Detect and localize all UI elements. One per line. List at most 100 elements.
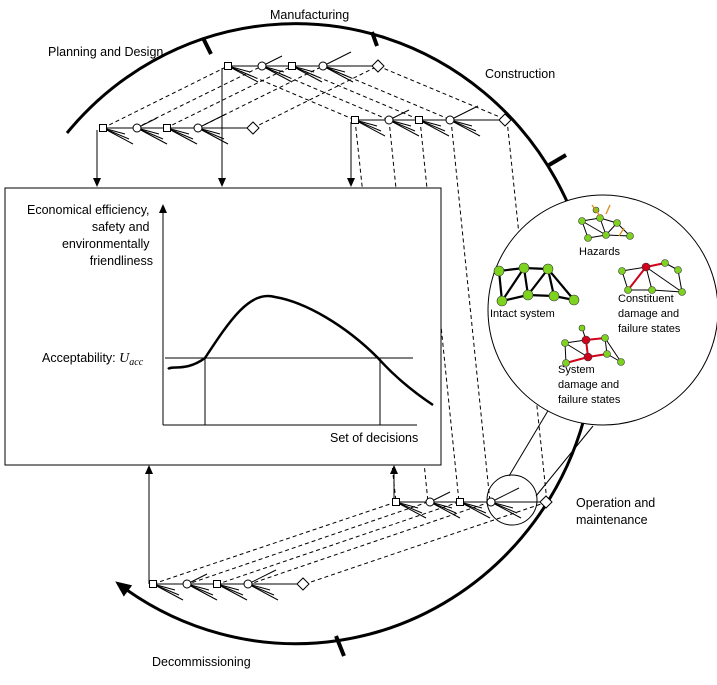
tree-branch	[429, 501, 461, 519]
chance-node	[193, 123, 203, 133]
network-edge	[581, 220, 607, 236]
y-label-line-3: environmentally	[62, 237, 150, 251]
tree-branch	[291, 65, 323, 83]
chance-node	[182, 579, 192, 589]
label-system-damage: System damage and failure states	[558, 364, 622, 406]
network-node	[617, 358, 625, 366]
intact-system-network	[493, 262, 580, 307]
network-node	[618, 267, 626, 275]
decision-node	[351, 116, 359, 124]
tree-branch	[197, 127, 229, 145]
network-edge	[501, 267, 525, 302]
decision-tree	[392, 487, 553, 519]
constituent-damage-network	[618, 259, 686, 296]
constituent-line-3: failure states	[618, 323, 681, 335]
tree-branch	[449, 119, 481, 137]
constituent-line-1: Constituent	[618, 293, 674, 305]
system-line-3: failure states	[558, 394, 621, 406]
network-node	[648, 286, 656, 294]
network-edge	[547, 268, 575, 301]
chance-node	[243, 579, 253, 589]
tree-branch	[322, 65, 354, 83]
tree-branch	[261, 65, 293, 83]
phase-operation-line2: maintenance	[576, 513, 648, 527]
hazard-arrow	[618, 227, 625, 237]
y-axis-label: Economical efficiency, safety and enviro…	[27, 203, 153, 268]
network-edge	[605, 234, 631, 237]
network-node	[624, 286, 632, 294]
zoom-lens	[486, 474, 538, 526]
tree-branch	[136, 127, 168, 145]
terminal-node	[498, 113, 512, 127]
decision-node	[456, 498, 464, 506]
tree-branch	[322, 51, 352, 67]
network-node	[603, 350, 611, 358]
network-node	[562, 359, 570, 367]
tree-branch	[459, 501, 491, 519]
chance-node	[132, 123, 142, 133]
chance-node	[445, 115, 455, 125]
tree-branch	[152, 583, 184, 601]
terminal-node	[539, 495, 553, 509]
network-edge	[527, 268, 549, 296]
tree-branch	[247, 583, 279, 601]
system-line-2: damage and	[558, 379, 619, 391]
network-node	[561, 339, 569, 347]
y-label-line-4: friendliness	[90, 254, 153, 268]
failed-edge	[627, 266, 647, 291]
network-node	[578, 324, 586, 332]
tree-branch	[395, 501, 427, 519]
tree-branch	[490, 487, 520, 503]
chance-node	[384, 115, 394, 125]
network-node	[602, 231, 610, 239]
terminal-node	[246, 121, 260, 135]
decision-node	[213, 580, 221, 588]
phase-construction: Construction	[485, 67, 555, 81]
networks	[493, 204, 686, 367]
decision-tree	[149, 569, 310, 601]
terminal-node	[296, 577, 310, 591]
network-node	[613, 219, 621, 227]
phase-ticks	[201, 31, 568, 657]
system-line-1: System	[558, 364, 595, 376]
network-node	[568, 294, 580, 306]
hazard-arrow	[605, 204, 611, 215]
chance-node	[318, 61, 328, 71]
tree-branch	[354, 119, 386, 137]
acceptability-text: Acceptability:	[42, 351, 119, 365]
tree-branch	[418, 119, 450, 137]
hazard-arrow	[591, 204, 601, 217]
label-hazards: Hazards	[579, 246, 620, 258]
network-node	[596, 214, 604, 222]
network-node	[522, 289, 534, 301]
phase-planning-design: Planning and Design	[48, 45, 163, 59]
network-node	[493, 265, 505, 277]
network-node	[542, 263, 554, 275]
chance-node	[425, 497, 435, 507]
chance-node	[257, 61, 267, 71]
failed-node	[641, 262, 651, 272]
terminal-node	[371, 59, 385, 73]
acceptability-label: Acceptability: Uacc	[42, 351, 144, 368]
tree-branch	[449, 105, 479, 121]
tree-branch	[216, 583, 248, 601]
y-label-line-1: Economical efficiency,	[27, 203, 150, 217]
decision-node	[224, 62, 232, 70]
tree-branch	[102, 127, 134, 145]
network-node	[548, 290, 560, 302]
chart-arrows	[93, 68, 398, 584]
tree-branch	[227, 65, 259, 83]
decision-node	[392, 498, 400, 506]
tree-branch	[247, 569, 277, 585]
failed-node	[583, 352, 593, 362]
acceptability-subscript: acc	[129, 357, 143, 368]
failed-node	[581, 335, 591, 345]
network-edge	[564, 342, 589, 358]
tree-branch	[166, 127, 198, 145]
tree-branch	[490, 501, 522, 519]
network-node	[678, 288, 686, 296]
phase-operation-line1: Operation and	[576, 496, 655, 510]
decision-tree	[99, 113, 260, 145]
label-constituent: Constituent damage and failure states	[618, 293, 682, 335]
